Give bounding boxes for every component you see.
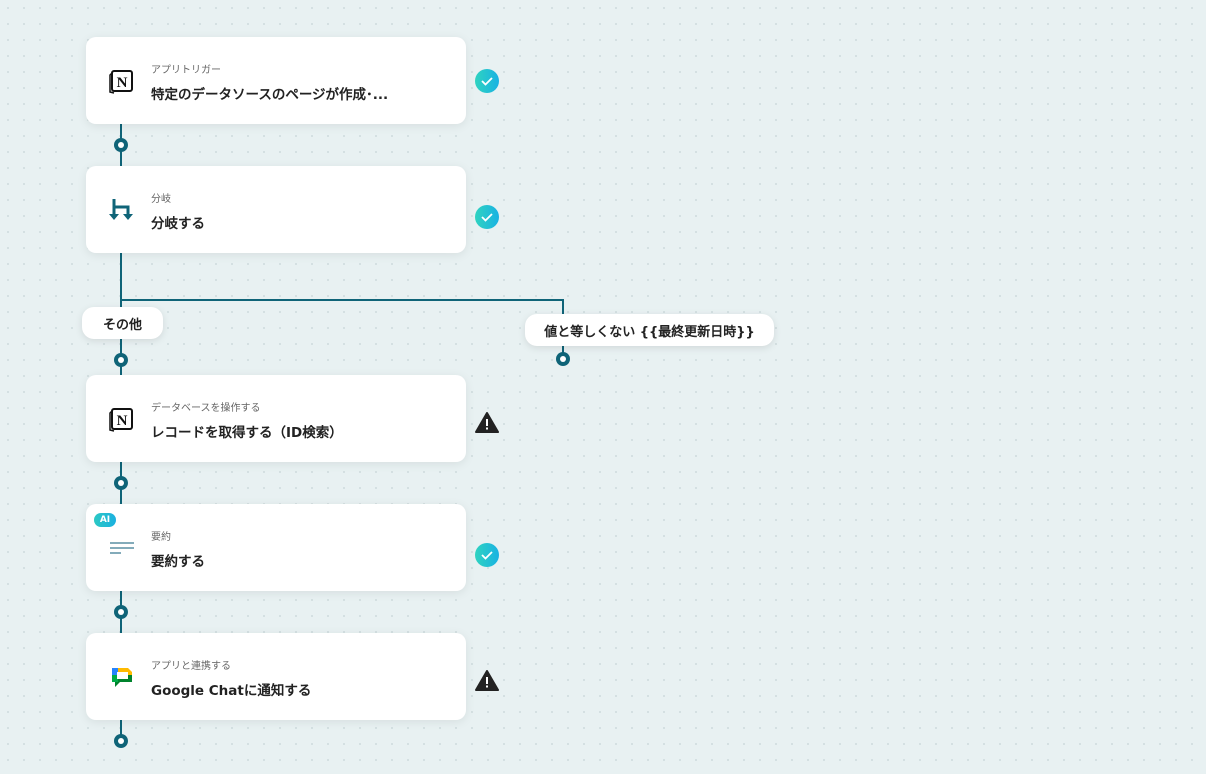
- notion-icon: N: [108, 67, 136, 95]
- branch-line: [120, 299, 564, 301]
- svg-text:N: N: [117, 75, 128, 91]
- warning-icon: [475, 412, 499, 433]
- step-type: 要約: [151, 532, 171, 543]
- branch-label-condition[interactable]: 値と等しくない {{最終更新日時}}: [525, 314, 774, 346]
- ai-badge: AI: [94, 513, 116, 527]
- step-type: 分岐: [151, 194, 171, 205]
- step-title: レコードを取得する（ID検索）: [151, 425, 343, 441]
- branch-icon: [108, 196, 136, 224]
- step-card-database[interactable]: N データベースを操作する レコードを取得する（ID検索）: [86, 375, 466, 462]
- add-step-button[interactable]: [114, 353, 128, 367]
- step-card-google-chat[interactable]: アプリと連携する Google Chatに通知する: [86, 633, 466, 720]
- branch-label-other[interactable]: その他: [82, 307, 163, 339]
- summary-icon: [108, 534, 136, 562]
- step-title: 特定のデータソースのページが作成･...: [151, 87, 389, 103]
- step-card-branch[interactable]: 分岐 分岐する: [86, 166, 466, 253]
- notion-icon: N: [108, 405, 136, 433]
- add-step-button[interactable]: [114, 734, 128, 748]
- step-card-trigger[interactable]: N アプリトリガー 特定のデータソースのページが作成･...: [86, 37, 466, 124]
- add-step-button[interactable]: [556, 352, 570, 366]
- branch-label-text: 値と等しくない {{最終更新日時}}: [544, 324, 755, 340]
- add-step-button[interactable]: [114, 138, 128, 152]
- step-type: アプリトリガー: [151, 65, 221, 76]
- check-circle-icon: [475, 205, 499, 229]
- check-circle-icon: [475, 543, 499, 567]
- step-title: Google Chatに通知する: [151, 683, 312, 699]
- connector-line: [120, 720, 122, 741]
- google-chat-icon: [108, 663, 136, 691]
- step-card-summary[interactable]: AI 要約 要約する: [86, 504, 466, 591]
- check-circle-icon: [475, 69, 499, 93]
- step-type: データベースを操作する: [151, 403, 261, 414]
- step-title: 要約する: [151, 554, 205, 570]
- step-type: アプリと連携する: [151, 661, 231, 672]
- add-step-button[interactable]: [114, 476, 128, 490]
- svg-text:N: N: [117, 413, 128, 429]
- warning-icon: [475, 670, 499, 691]
- add-step-button[interactable]: [114, 605, 128, 619]
- branch-label-text: その他: [102, 317, 142, 333]
- step-title: 分岐する: [151, 216, 205, 232]
